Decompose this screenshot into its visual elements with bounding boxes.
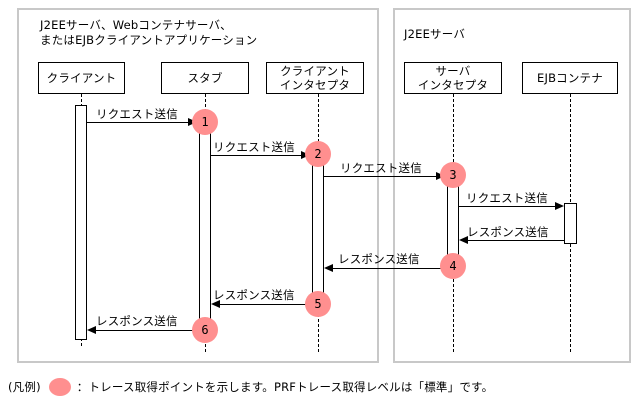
message-line-m2 [211, 155, 306, 156]
message-line-m6 [331, 268, 447, 269]
activation-ejb-container [564, 203, 577, 244]
message-label-m7: レスポンス送信 [213, 288, 295, 302]
message-arrowhead-m8 [87, 325, 96, 334]
participant-server-interceptor[interactable]: サーバ インタセプタ [404, 62, 502, 94]
trace-point-5[interactable]: 5 [305, 291, 331, 317]
legend-description: ：トレース取得ポイントを示します。PRFトレース取得レベルは「標準」です。 [76, 380, 494, 394]
message-label-m8: レスポンス送信 [96, 314, 178, 328]
trace-point-6[interactable]: 6 [192, 317, 218, 343]
legend: (凡例) ：トレース取得ポイントを示します。PRFトレース取得レベルは「標準」で… [8, 375, 632, 399]
participant-stub[interactable]: スタブ [161, 62, 249, 94]
message-arrowhead-m7 [211, 299, 220, 308]
message-arrowhead-m5 [459, 235, 468, 244]
participant-client[interactable]: クライアント [38, 62, 125, 94]
message-label-m2: リクエスト送信 [213, 140, 295, 154]
message-line-m8 [94, 330, 199, 331]
message-label-m5: レスポンス送信 [467, 225, 549, 239]
message-line-m4 [459, 206, 560, 207]
trace-point-1[interactable]: 1 [192, 109, 218, 135]
message-line-m5 [466, 240, 564, 241]
activation-stub [199, 120, 211, 328]
message-label-m6: レスポンス送信 [338, 252, 420, 266]
message-label-m4: リクエスト送信 [466, 191, 548, 205]
panel-client-side [17, 8, 379, 363]
message-arrowhead-m4 [555, 201, 564, 210]
trace-point-3[interactable]: 3 [440, 162, 466, 188]
panel-server-side [393, 8, 631, 363]
message-line-m3 [324, 176, 441, 177]
activation-client-interceptor [312, 152, 324, 304]
legend-prefix-label: (凡例) [8, 380, 41, 394]
activation-client [75, 105, 87, 340]
trace-point-4[interactable]: 4 [440, 253, 466, 279]
message-line-m7 [218, 304, 312, 305]
panel-client-side-title: J2EEサーバ、Webコンテナサーバ、 またはEJBクライアントアプリケーション [40, 18, 258, 47]
trace-point-2[interactable]: 2 [305, 141, 331, 167]
participant-client-interceptor[interactable]: クライアント インタセプタ [266, 62, 364, 94]
message-line-m1 [87, 122, 192, 123]
message-label-m3: リクエスト送信 [340, 161, 422, 175]
panel-server-side-title: J2EEサーバ [404, 27, 466, 41]
legend-trace-point-icon [48, 378, 71, 396]
message-label-m1: リクエスト送信 [96, 107, 178, 121]
participant-ejb-container[interactable]: EJBコンテナ [522, 62, 618, 94]
message-arrowhead-m6 [324, 263, 333, 272]
